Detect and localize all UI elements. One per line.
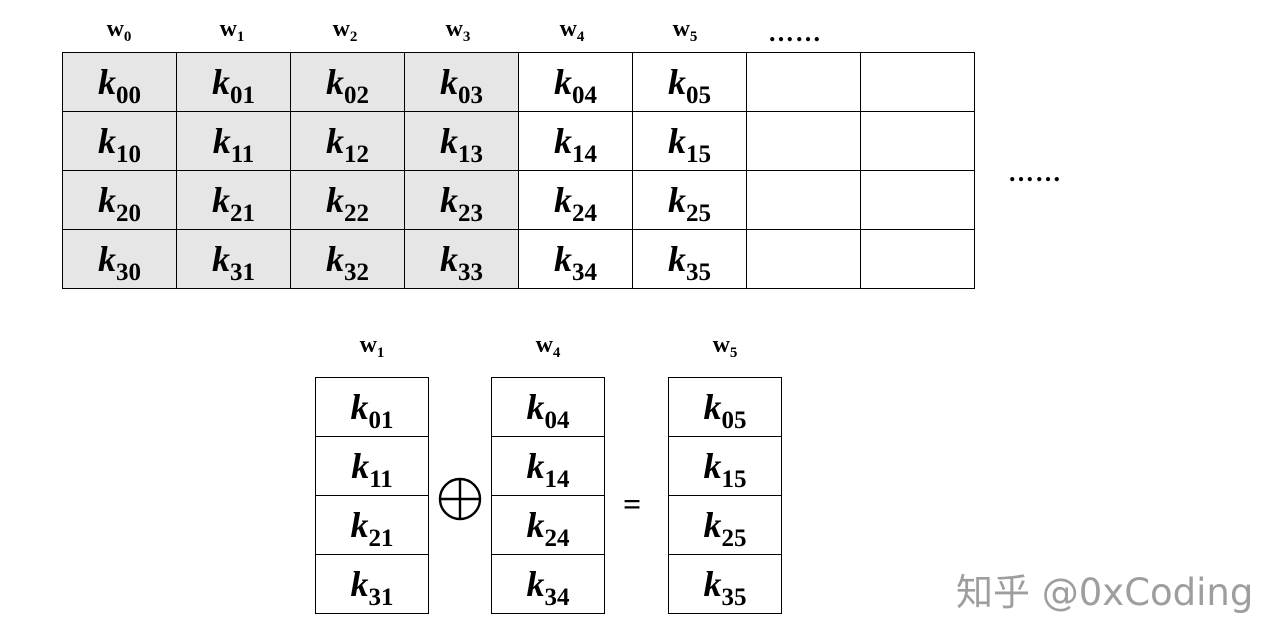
key-label: k33	[440, 239, 483, 286]
matrix-row: k20 k21 k22 k23 k24 k25	[62, 170, 975, 230]
matrix-cell: k21	[176, 170, 291, 230]
header-w3: w3	[445, 16, 471, 45]
matrix-cell: k00	[62, 52, 177, 112]
equals-operator: =	[623, 486, 642, 522]
empty-cell	[746, 111, 861, 171]
matrix-cell: k24	[518, 170, 633, 230]
header-w4: w4	[559, 16, 585, 45]
header-ellipsis: ……	[768, 18, 822, 47]
matrix-row: k10 k11 k12 k13 k14 k15	[62, 111, 975, 171]
xor-operator	[437, 476, 483, 530]
key-label: k13	[440, 121, 483, 168]
empty-cell	[860, 170, 975, 230]
key-label: k00	[98, 62, 141, 109]
key-label: k14	[554, 121, 597, 168]
matrix-cell: k22	[290, 170, 405, 230]
matrix-cell: k14	[518, 111, 633, 171]
header-w0: w0	[106, 16, 132, 45]
matrix-row: k30 k31 k32 k33 k34 k35	[62, 229, 975, 289]
matrix-cell: k03	[404, 52, 519, 112]
cell-k04: k04	[526, 387, 570, 434]
matrix-cell: k32	[290, 229, 405, 289]
key-label: k20	[98, 180, 141, 227]
cell-k11: k11	[351, 446, 393, 493]
matrix-cell: k13	[404, 111, 519, 171]
matrix-cell: k30	[62, 229, 177, 289]
matrix-cell: k10	[62, 111, 177, 171]
column-w4: k04 k14 k24 k34	[491, 377, 605, 614]
matrix-cell: k25	[632, 170, 747, 230]
cell-k24: k24	[526, 505, 570, 552]
empty-cell	[746, 229, 861, 289]
matrix-cell: k01	[176, 52, 291, 112]
matrix-cell: k04	[518, 52, 633, 112]
matrix-cell: k11	[176, 111, 291, 171]
matrix-cell: k20	[62, 170, 177, 230]
xor-icon	[438, 477, 482, 521]
header-w2: w2	[332, 16, 358, 45]
matrix-cell: k02	[290, 52, 405, 112]
key-label: k22	[326, 180, 369, 227]
matrix-cell: k05	[632, 52, 747, 112]
key-label: k31	[212, 239, 255, 286]
matrix-row: k00 k01 k02 k03 k04 k05	[62, 52, 975, 112]
column-header-w5: w5	[712, 332, 738, 361]
column-w1: k01 k11 k21 k31	[315, 377, 429, 614]
matrix-ellipsis: ……	[1008, 158, 1062, 187]
column-header-w1: w1	[359, 332, 385, 361]
key-label: k23	[440, 180, 483, 227]
key-label: k10	[98, 121, 141, 168]
cell-k01: k01	[350, 387, 394, 434]
key-label: k21	[212, 180, 255, 227]
cell-k35: k35	[703, 564, 747, 611]
key-label: k05	[668, 62, 711, 109]
key-label: k03	[440, 62, 483, 109]
empty-cell	[860, 52, 975, 112]
key-label: k35	[668, 239, 711, 286]
header-w1: w1	[219, 16, 245, 45]
key-label: k34	[554, 239, 597, 286]
cell-k14: k14	[526, 446, 570, 493]
cell-k34: k34	[526, 564, 570, 611]
cell-k05: k05	[703, 387, 747, 434]
matrix-cell: k34	[518, 229, 633, 289]
key-label: k02	[326, 62, 369, 109]
key-label: k32	[326, 239, 369, 286]
empty-cell	[746, 52, 861, 112]
watermark: 知乎 @0xCoding	[956, 571, 1254, 614]
matrix-cell: k15	[632, 111, 747, 171]
key-label: k25	[668, 180, 711, 227]
matrix-cell: k12	[290, 111, 405, 171]
key-label: k04	[554, 62, 597, 109]
column-w5: k05 k15 k25 k35	[668, 377, 782, 614]
key-label: k12	[326, 121, 369, 168]
matrix-cell: k33	[404, 229, 519, 289]
key-label: k24	[554, 180, 597, 227]
cell-k31: k31	[350, 564, 394, 611]
cell-k15: k15	[703, 446, 747, 493]
matrix-cell: k31	[176, 229, 291, 289]
matrix-cell: k35	[632, 229, 747, 289]
matrix-cell: k23	[404, 170, 519, 230]
empty-cell	[860, 229, 975, 289]
header-w5: w5	[672, 16, 698, 45]
key-label: k11	[212, 121, 255, 168]
empty-cell	[746, 170, 861, 230]
key-label: k01	[212, 62, 255, 109]
empty-cell	[860, 111, 975, 171]
key-label: k30	[98, 239, 141, 286]
key-label: k15	[668, 121, 711, 168]
cell-k25: k25	[703, 505, 747, 552]
cell-k21: k21	[350, 505, 394, 552]
column-header-w4: w4	[535, 332, 561, 361]
